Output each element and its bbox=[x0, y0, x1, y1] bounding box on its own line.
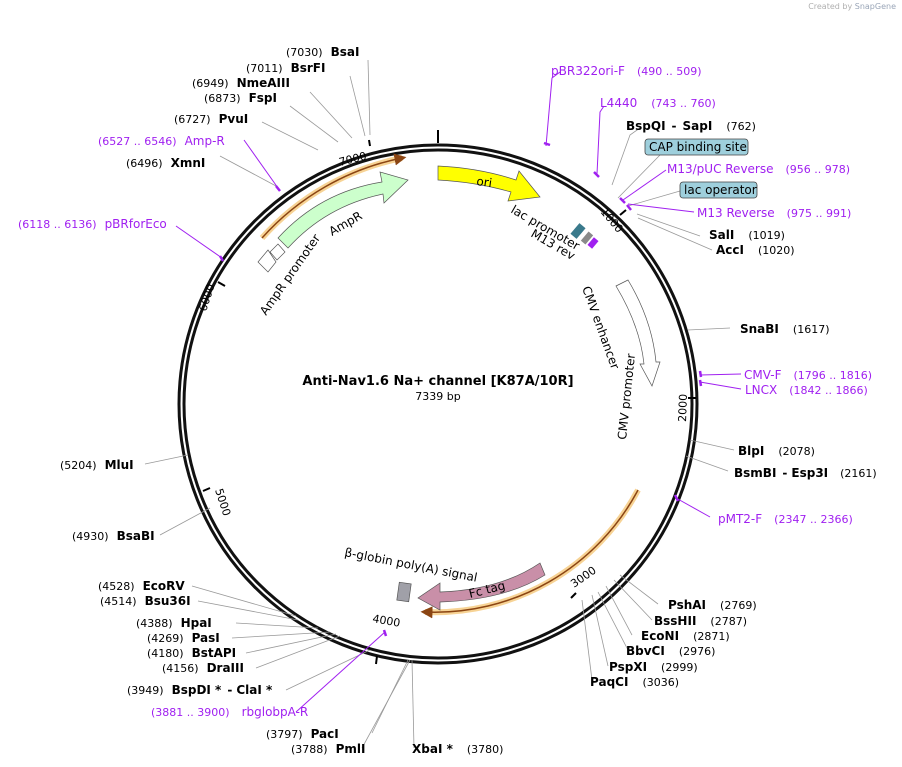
backbone bbox=[177, 130, 699, 665]
enzyme-sali[interactable]: SalI(1019) bbox=[709, 228, 785, 242]
enzyme-blpi[interactable]: BlpI(2078) bbox=[738, 444, 815, 458]
primer-cmv-f[interactable]: CMV-F(1796 .. 1816) bbox=[744, 368, 872, 382]
enzyme-xmni[interactable]: (6496)XmnI bbox=[126, 156, 205, 170]
primer-lncx[interactable]: LNCX(1842 .. 1866) bbox=[745, 383, 868, 397]
snapgene-credit: Created by SnapGene bbox=[808, 2, 896, 11]
enzyme-pvui[interactable]: (6727)PvuI bbox=[174, 112, 248, 126]
enzyme-bspqi-sapi[interactable]: BspQI-SapI(762) bbox=[626, 119, 756, 133]
globin-polya-label: β-globin poly(A) signal bbox=[343, 545, 478, 584]
lac-operator-box[interactable]: lac operator bbox=[627, 181, 758, 207]
map-title-block: Anti-Nav1.6 Na+ channel [K87A/10R] 7339 … bbox=[302, 374, 573, 403]
tick-4000: 4000 bbox=[371, 612, 401, 630]
primer-leaders bbox=[175, 71, 742, 713]
enzyme-paqci[interactable]: PaqCI(3036) bbox=[590, 675, 679, 689]
enzyme-pshai[interactable]: PshAI(2769) bbox=[668, 598, 757, 612]
enzyme-nmeaiii[interactable]: (6949)NmeAIII bbox=[192, 76, 290, 90]
enzyme-labels: (7030)BsaI (7011)BsrFI (6949)NmeAIII (68… bbox=[60, 45, 877, 756]
primer-pbrforeco[interactable]: (6118 .. 6136)pBRforEco bbox=[18, 217, 167, 231]
credit-prefix: Created by bbox=[808, 2, 853, 11]
enzyme-draiii[interactable]: (4156)DraIII bbox=[162, 661, 244, 675]
ori-label: ori bbox=[476, 174, 493, 190]
enzyme-bsai[interactable]: (7030)BsaI bbox=[286, 45, 359, 59]
snapgene-logo: SnapGene bbox=[854, 2, 896, 11]
cap-binding-site-box[interactable]: CAP binding site bbox=[617, 138, 749, 199]
enzyme-bsabi[interactable]: (4930)BsaBI bbox=[72, 529, 155, 543]
primer-rbglobpa-r[interactable]: (3881 .. 3900)rbglobpA-R bbox=[151, 705, 308, 719]
cmv-enhancer-feature[interactable]: CMV enhancer CMV promoter bbox=[579, 279, 661, 440]
enzyme-pmli[interactable]: (3788)PmlI bbox=[291, 742, 365, 756]
enzyme-bsu36i[interactable]: (4514)Bsu36I bbox=[100, 594, 191, 608]
primer-m13-puc-reverse[interactable]: M13/pUC Reverse(956 .. 978) bbox=[667, 162, 850, 176]
primer-l4440[interactable]: L4440(743 .. 760) bbox=[600, 96, 716, 110]
primer-amp-r[interactable]: (6527 .. 6546)Amp-R bbox=[98, 134, 225, 148]
enzyme-bbvci[interactable]: BbvCI(2976) bbox=[626, 644, 715, 658]
enzyme-acci[interactable]: AccI(1020) bbox=[716, 243, 795, 257]
enzyme-hpai[interactable]: (4388)HpaI bbox=[136, 616, 212, 630]
lac-operator-label: lac operator bbox=[684, 183, 757, 197]
tick-5000: 5000 bbox=[212, 487, 233, 518]
ampr-feature[interactable]: AmpR bbox=[277, 171, 409, 249]
enzyme-leaders bbox=[144, 59, 735, 749]
enzyme-snabi[interactable]: SnaBI(1617) bbox=[740, 322, 829, 336]
tick-2000: 2000 bbox=[676, 394, 690, 422]
enzyme-pspxi[interactable]: PspXI(2999) bbox=[609, 660, 698, 674]
enzyme-bsrfi[interactable]: (7011)BsrFI bbox=[246, 61, 325, 75]
enzyme-ecorv[interactable]: (4528)EcoRV bbox=[98, 579, 185, 593]
enzyme-xbai[interactable]: XbaI *(3780) bbox=[412, 742, 503, 756]
enzyme-pasi[interactable]: (4269)PasI bbox=[147, 631, 220, 645]
lac-promoter-feature[interactable]: lac promoter M13 rev bbox=[509, 202, 599, 263]
enzyme-fspi[interactable]: (6873)FspI bbox=[204, 91, 277, 105]
cmv-enhancer-label: CMV enhancer bbox=[579, 284, 622, 371]
orf-highlights bbox=[259, 153, 641, 619]
plasmid-name: Anti-Nav1.6 Na+ channel [K87A/10R] bbox=[302, 374, 573, 389]
enzyme-paci[interactable]: (3797)PacI bbox=[266, 727, 339, 741]
plasmid-length: 7339 bp bbox=[415, 390, 460, 403]
primer-pmt2-f[interactable]: pMT2-F(2347 .. 2366) bbox=[718, 512, 853, 526]
enzyme-bsmbi-esp3i[interactable]: BsmBI-Esp3I(2161) bbox=[734, 466, 877, 480]
cap-binding-site-label: CAP binding site bbox=[649, 140, 747, 154]
enzyme-econi[interactable]: EcoNI(2871) bbox=[641, 629, 730, 643]
ori-feature[interactable]: ori bbox=[437, 165, 541, 202]
enzyme-mlui[interactable]: (5204)MluI bbox=[60, 458, 134, 472]
primer-labels: pBR322ori-F(490 .. 509) L4440(743 .. 760… bbox=[18, 64, 872, 719]
primer-marks bbox=[218, 141, 703, 637]
tick-6000: 6000 bbox=[196, 282, 217, 313]
enzyme-bsshii[interactable]: BssHII(2787) bbox=[654, 614, 747, 628]
enzyme-bspdi-clai[interactable]: (3949)BspDI *-ClaI * bbox=[127, 683, 273, 697]
primer-pbr322ori-f[interactable]: pBR322ori-F(490 .. 509) bbox=[551, 64, 702, 78]
primer-m13-reverse[interactable]: M13 Reverse(975 .. 991) bbox=[697, 206, 851, 220]
enzyme-bstapi[interactable]: (4180)BstAPI bbox=[147, 646, 236, 660]
